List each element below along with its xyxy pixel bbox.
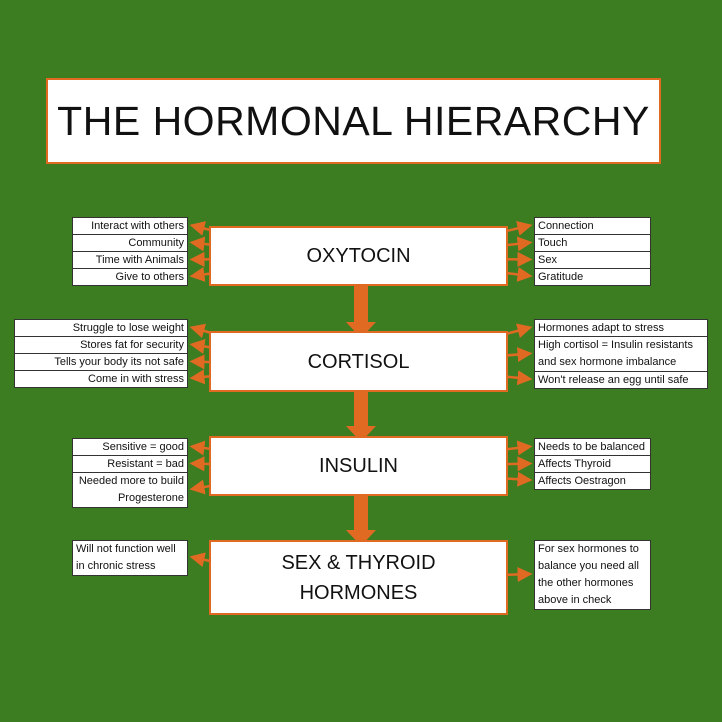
- list-item: Interact with others: [73, 218, 187, 235]
- list-item: For sex hormones to balance you need all…: [538, 543, 639, 606]
- list-item: Tells your body its not safe: [15, 354, 187, 371]
- sex-thyroid-right-list: For sex hormones to balance you need all…: [534, 540, 651, 610]
- list-item: Hormones adapt to stress: [535, 320, 707, 337]
- list-item: High cortisol = Insulin resistants and s…: [535, 337, 707, 372]
- cortisol-right-list: Hormones adapt to stress High cortisol =…: [534, 319, 708, 389]
- insulin-left-list: Sensitive = good Resistant = bad Needed …: [72, 438, 188, 508]
- oxytocin-left-list: Interact with others Community Time with…: [72, 217, 188, 286]
- list-item: Come in with stress: [88, 373, 184, 385]
- list-item: Gratitude: [538, 271, 584, 283]
- insulin-right-list: Needs to be balanced Affects Thyroid Aff…: [534, 438, 651, 490]
- oxytocin-right-list: Connection Touch Sex Gratitude: [534, 217, 651, 286]
- list-item: Sensitive = good: [73, 439, 187, 456]
- list-item: Needs to be balanced: [535, 439, 650, 456]
- list-item: Affects Oestragon: [538, 475, 626, 487]
- hormone-name-cortisol: CORTISOL: [307, 350, 410, 373]
- hormone-name-sex-thyroid-line2: HORMONES: [299, 581, 418, 604]
- list-item: Needed more to build Progesterone: [78, 475, 184, 504]
- list-item: Won't release an egg until safe: [538, 374, 689, 386]
- hormone-name-oxytocin: OXYTOCIN: [306, 245, 411, 267]
- sex-thyroid-left-list: Will not function well in chronic stress: [72, 540, 188, 576]
- hormone-name-sex-thyroid-line1: SEX & THYROID: [281, 551, 436, 574]
- list-item: Touch: [535, 235, 650, 252]
- hormone-box-oxytocin: OXYTOCIN: [209, 226, 508, 286]
- list-item: Resistant = bad: [73, 456, 187, 473]
- cortisol-left-list: Struggle to lose weight Stores fat for s…: [14, 319, 188, 388]
- down-arrow-3: [346, 494, 376, 546]
- down-arrow-1: [346, 284, 376, 338]
- page-title: THE HORMONAL HIERARCHY: [46, 78, 661, 164]
- hormone-box-cortisol: CORTISOL: [209, 331, 508, 392]
- list-item: Give to others: [115, 271, 184, 283]
- hormone-name-insulin: INSULIN: [319, 455, 398, 477]
- list-item: Will not function well in chronic stress: [76, 543, 176, 572]
- list-item: Community: [73, 235, 187, 252]
- list-item: Time with Animals: [73, 252, 187, 269]
- list-item: Struggle to lose weight: [15, 320, 187, 337]
- list-item: Connection: [535, 218, 650, 235]
- down-arrow-2: [346, 390, 376, 442]
- hormone-box-insulin: INSULIN: [209, 436, 508, 496]
- list-item: Stores fat for security: [15, 337, 187, 354]
- list-item: Sex: [535, 252, 650, 269]
- hormone-box-sex-thyroid: SEX & THYROID HORMONES: [209, 540, 508, 615]
- list-item: Affects Thyroid: [535, 456, 650, 473]
